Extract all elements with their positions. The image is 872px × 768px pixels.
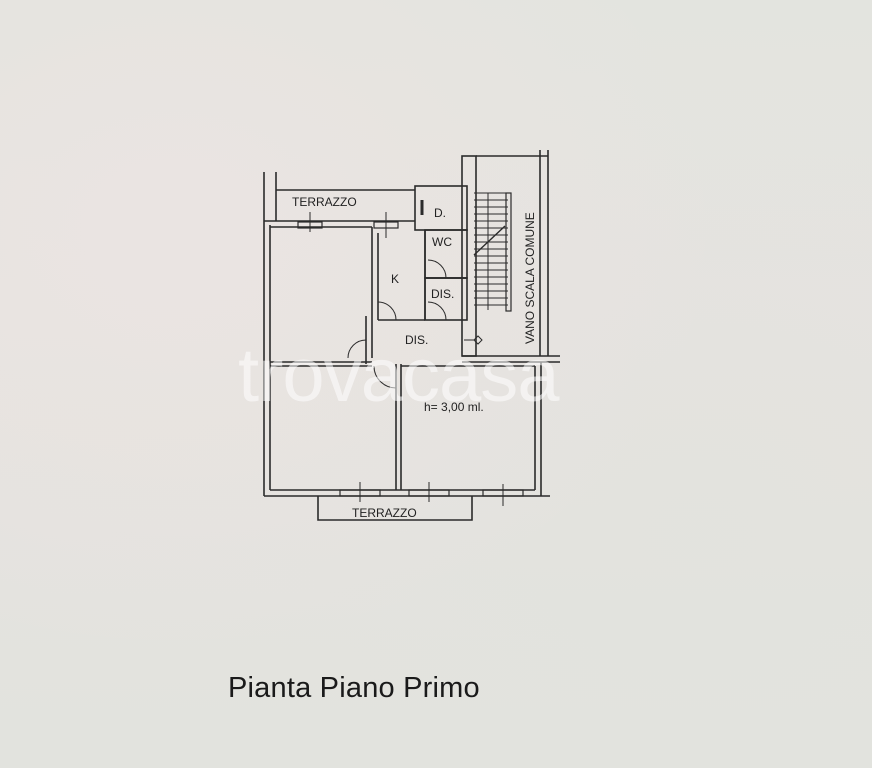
label-dis-main: DIS. bbox=[405, 333, 428, 347]
watermark: trovacasa bbox=[238, 333, 559, 418]
label-kitchen: K bbox=[391, 272, 399, 286]
label-staircase: VANO SCALA COMUNE bbox=[523, 212, 537, 344]
label-terrazzo-bottom: TERRAZZO bbox=[352, 506, 417, 520]
plan-title: Pianta Piano Primo bbox=[228, 672, 480, 704]
label-terrazzo-top: TERRAZZO bbox=[292, 195, 357, 209]
label-height: h= 3,00 ml. bbox=[424, 400, 484, 414]
label-ripostiglio: D. bbox=[434, 206, 446, 220]
label-dis-small: DIS. bbox=[431, 287, 454, 301]
label-wc: WC bbox=[432, 235, 452, 249]
